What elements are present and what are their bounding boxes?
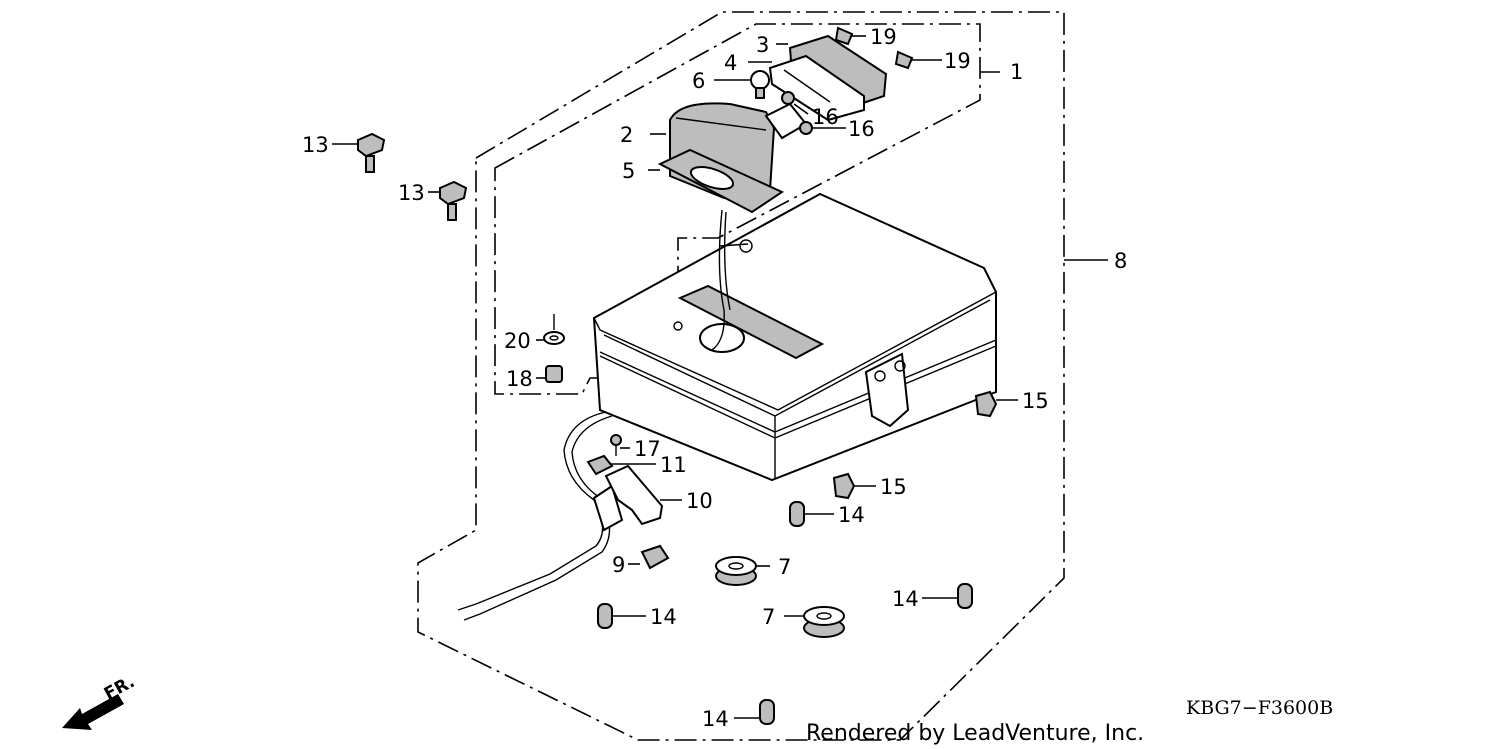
part-10-clamp [604, 464, 664, 526]
part-14-cushion-b [597, 603, 613, 629]
part-13-bolt-a [357, 132, 386, 173]
part-7-grommet-a [715, 556, 757, 586]
part-19-screw-b [894, 50, 914, 70]
callout-18: 18 [506, 367, 533, 391]
callout-9: 9 [612, 553, 625, 577]
assembly-boundary-8 [417, 11, 1065, 741]
callout-15a: 15 [1022, 389, 1049, 413]
callout-14a: 14 [838, 503, 865, 527]
callout-16a: 16 [812, 105, 839, 129]
part-9-grommet [640, 544, 670, 570]
part-20-washer [543, 331, 565, 345]
callout-13b: 13 [398, 181, 425, 205]
part-11-grommet [586, 454, 614, 476]
callout-4: 4 [724, 51, 737, 75]
callout-7a: 7 [778, 555, 791, 579]
part-15-cushion-a [974, 390, 998, 418]
callout-10: 10 [686, 489, 713, 513]
front-direction-arrow-icon [62, 694, 124, 730]
callout-16b: 16 [848, 117, 875, 141]
part-7-grommet-b [803, 606, 845, 638]
callout-13a: 13 [302, 133, 329, 157]
callout-7b: 7 [762, 605, 775, 629]
diagram-code: KBG7−F3600B [1186, 697, 1333, 719]
part-6-bulb [750, 70, 770, 90]
leader-lines [332, 35, 1108, 719]
part-15-cushion-b [832, 472, 856, 500]
callout-14d: 14 [702, 707, 729, 731]
callout-1: 1 [1010, 60, 1023, 84]
assembly-boundary-1 [494, 23, 981, 395]
part-14-cushion-c [957, 583, 973, 609]
part-4-gasket [768, 54, 865, 122]
part-18-bolt [545, 365, 563, 383]
part-13-bolt-b [439, 180, 468, 221]
callout-20: 20 [504, 329, 531, 353]
lamp-wire [711, 209, 725, 351]
part-17-screw [610, 434, 622, 446]
callout-14b: 14 [650, 605, 677, 629]
callout-19b: 19 [944, 49, 971, 73]
part-16-screw-b [799, 121, 813, 135]
callout-6: 6 [692, 69, 705, 93]
callout-5: 5 [622, 159, 635, 183]
rendered-by-caption: Rendered by LeadVenture, Inc. [806, 721, 1144, 746]
part-14-cushion-d [759, 699, 775, 725]
callout-8: 8 [1114, 249, 1127, 273]
callout-2: 2 [620, 123, 633, 147]
callout-15b: 15 [880, 475, 907, 499]
callout-19a: 19 [870, 25, 897, 49]
callout-11: 11 [660, 453, 687, 477]
tool-box [592, 192, 997, 482]
callout-3: 3 [756, 33, 769, 57]
part-16-screw-a [781, 91, 795, 105]
callout-14c: 14 [892, 587, 919, 611]
part-14-cushion-a [789, 501, 805, 527]
part-19-screw-a [834, 26, 854, 46]
wire-harness [457, 411, 624, 621]
callout-17: 17 [634, 437, 661, 461]
